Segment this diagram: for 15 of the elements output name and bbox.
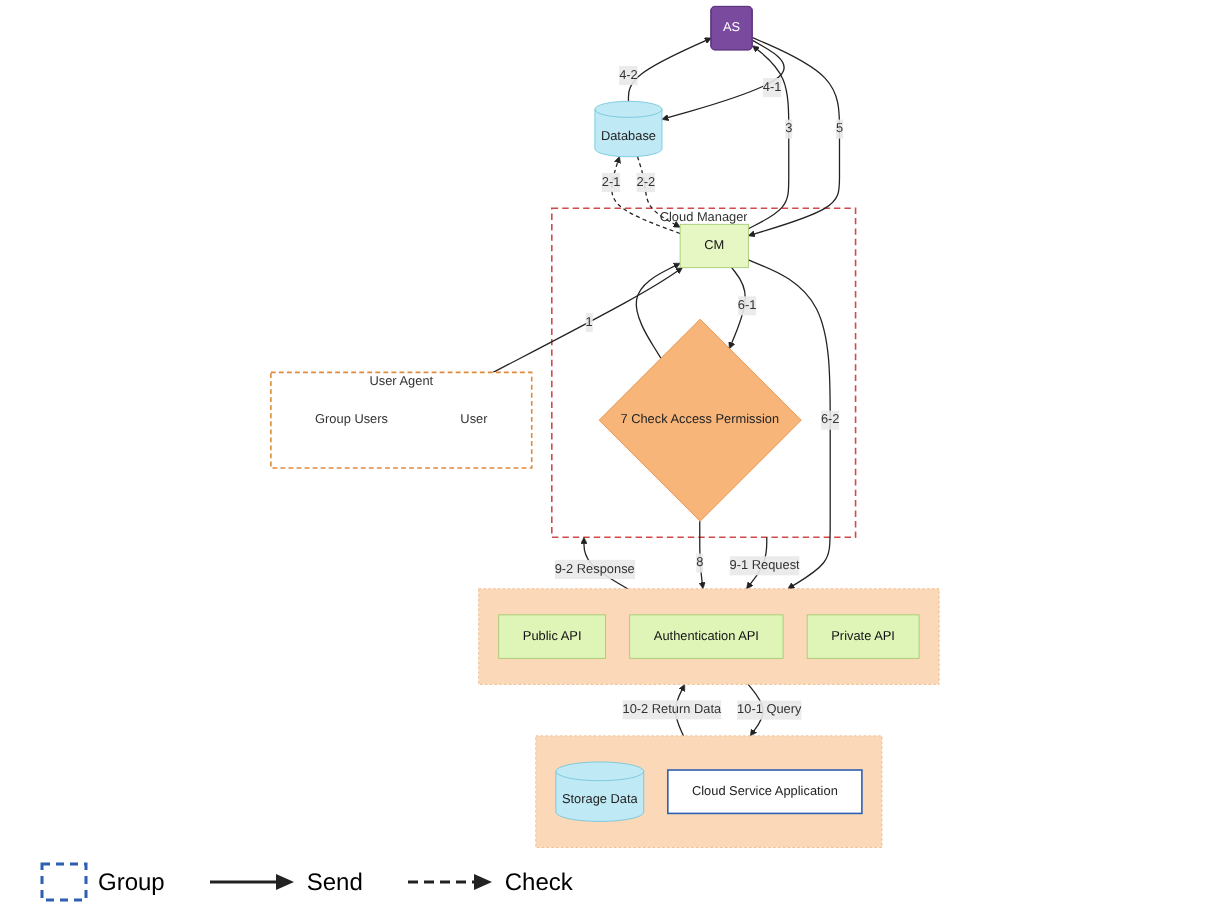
arrow	[698, 520, 706, 590]
cluster	[478, 588, 940, 685]
arrow	[636, 155, 681, 228]
arrow	[748, 36, 841, 238]
legend-text: Check	[504, 868, 573, 896]
legend-text: Send	[306, 868, 363, 896]
arrow	[635, 262, 681, 359]
arrow	[728, 267, 746, 350]
cluster	[535, 735, 883, 848]
arrow	[661, 39, 785, 121]
arrow	[611, 156, 681, 235]
arrow	[492, 267, 683, 373]
arrow	[627, 37, 712, 102]
legend-text: Group	[98, 868, 165, 896]
arrow	[747, 45, 790, 230]
